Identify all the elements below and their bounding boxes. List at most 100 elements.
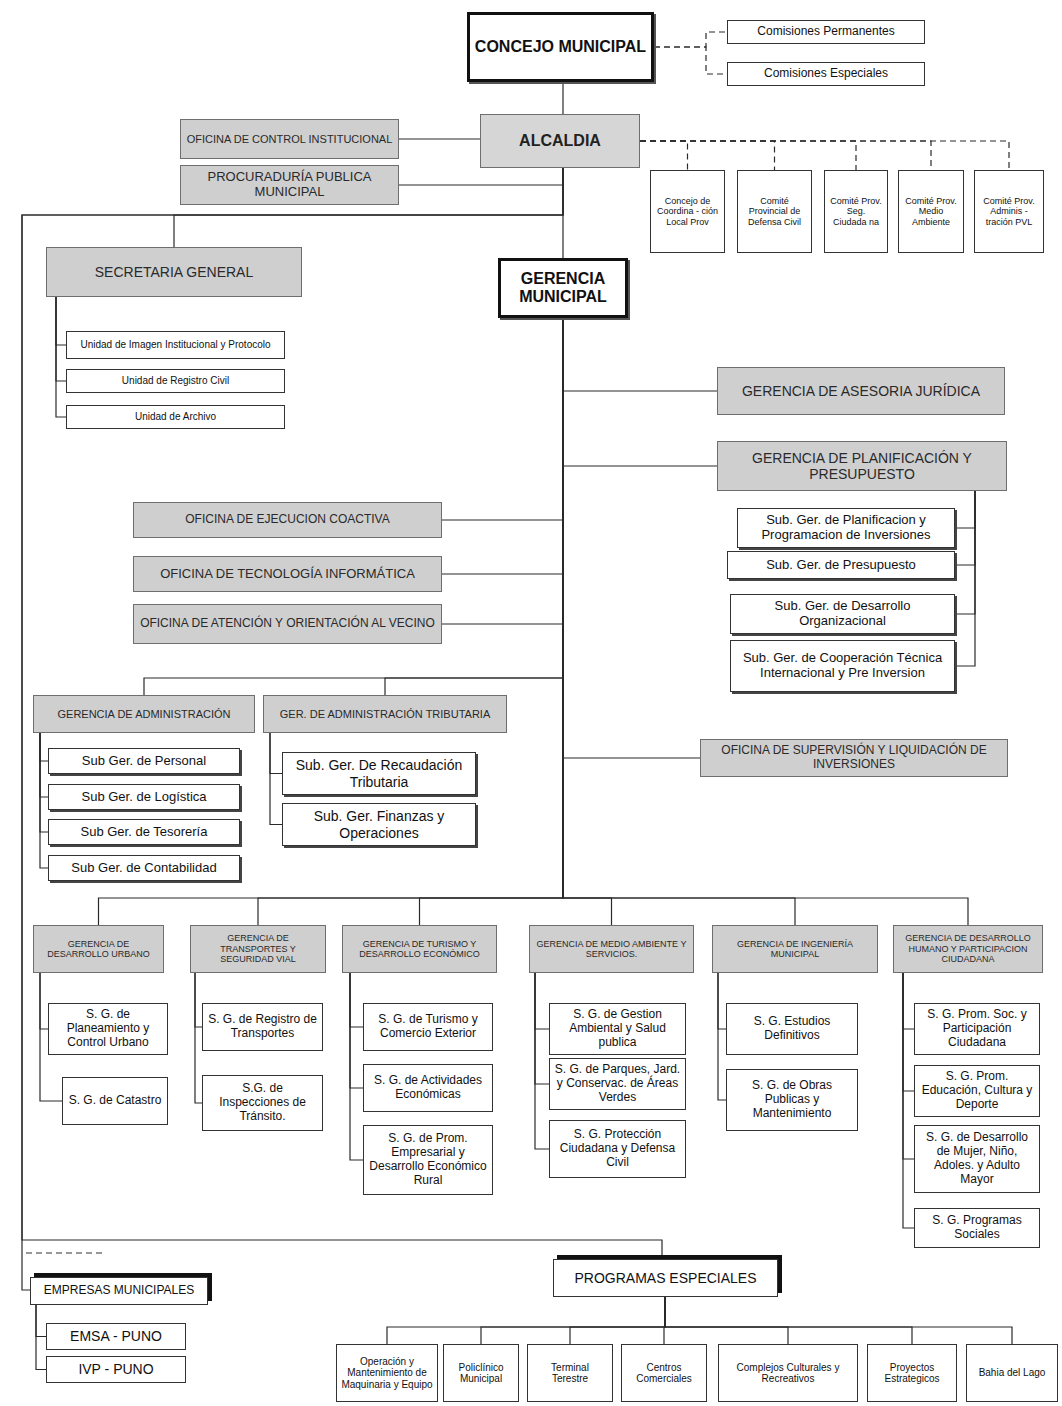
box-label: GERENCIA DE MEDIO AMBIENTE Y SERVICIOS. [534,939,689,960]
department-box: GERENCIA DE ASESORIA JURÍDICA [717,367,1005,415]
subdepartment-box: S. G. Prom. Educación, Cultura y Deporte [914,1065,1040,1117]
department-box: GERENCIA DE TURISMO Y DESARROLLO ECONÓMI… [342,925,497,973]
subdepartment-box: S. G. Prom. Soc. y Participación Ciudada… [914,1003,1040,1055]
subdepartment-box: S. G. de Obras Publicas y Mantenimiento [726,1069,858,1131]
box-label: Proyectos Estrategicos [872,1362,952,1385]
box-label: S. G. Prom. Soc. y Participación Ciudada… [919,1008,1035,1049]
connector-line [640,141,856,170]
box-label: S. G. de Parques, Jard. y Conservac. de … [554,1063,681,1104]
connector-line [640,141,688,170]
box-label: S. G. de Desarrollo de Mujer, Niño, Adol… [919,1131,1035,1186]
subdepartment-box: S. G. de Catastro [62,1077,168,1125]
box-label: OFICINA DE EJECUCION COACTIVA [138,513,437,527]
program-box: Terminal Terestre [527,1344,613,1402]
office-box: PROCURADURÍA PUBLICA MUNICIPAL [180,165,399,205]
subdepartment-box: S. G. de Parques, Jard. y Conservac. de … [549,1058,686,1110]
connector-line [718,973,726,1029]
box-label: Sub. Ger. de Desarrollo Organizacional [735,599,950,629]
connector-line [442,318,563,624]
commission-box: Comisiones Especiales [727,62,925,86]
box-label: PROCURADURÍA PUBLICA MUNICIPAL [185,170,394,200]
box-label: S. G. de Planeamiento y Control Urbano [53,1008,163,1049]
box-label: S. G. Programas Sociales [919,1214,1035,1242]
subdepartment-box: S. G. Programas Sociales [914,1208,1040,1248]
program-box: Operación y Mantenimiento de Maquinaria … [336,1344,438,1402]
box-label: Sub. Ger. de Cooperación Técnica Interna… [735,651,950,681]
committee-box: Comité Prov. Adminis - tración PVL [974,170,1044,253]
box-label: CONCEJO MUNICIPAL [474,38,647,56]
program-box: Bahia del Lago [966,1344,1058,1402]
department-box: GERENCIA DE MEDIO AMBIENTE Y SERVICIOS. [529,925,694,973]
connector-line [903,973,914,1228]
connector-line [40,973,48,1029]
subdepartment-box: Sub. Ger. Finanzas y Operaciones [282,803,476,846]
connector-line [442,318,563,520]
connector-line [350,973,363,1160]
connector-line [903,973,914,1159]
connector-line [56,297,66,417]
connector-line [955,491,975,528]
box-label: PROGRAMAS ESPECIALES [558,1270,773,1286]
connector-line [350,973,363,1088]
connector-line [665,1297,1012,1344]
box-label: GERENCIA DE TRANSPORTES Y SEGURIDAD VIAL [195,933,321,964]
committee-box: Comité Prov. Medio Ambiente [898,170,964,253]
subdepartment-box: S.G. de Inspecciones de Tránsito. [202,1075,323,1131]
group-box: PROGRAMAS ESPECIALES [553,1259,778,1297]
box-label: OFICINA DE ATENCIÓN Y ORIENTACIÓN AL VEC… [138,617,437,631]
committee-box: Comité Prov. Seg. Ciudada na [824,170,888,253]
connector-line [654,32,727,47]
box-label: S. G. Protección Ciudadana y Defensa Civ… [554,1128,681,1169]
connector-line [174,168,563,247]
department-box: GERENCIA DE PLANIFICACIÓN Y PRESUPUESTO [717,441,1007,491]
box-label: Comité Prov. Seg. Ciudada na [829,196,883,227]
subdepartment-box: S. G. de Turismo y Comercio Exterior [363,1003,493,1051]
box-label: Comité Prov. Medio Ambiente [903,196,959,227]
connector-line [640,141,931,170]
office-box: OFICINA DE CONTROL INSTITUCIONAL [180,119,399,159]
box-label: S. G. de Turismo y Comercio Exterior [368,1013,488,1041]
box-label: Concejo de Coordina - ción Local Prov [655,196,720,227]
connector-line [56,297,66,381]
connector-line [955,491,975,614]
commission-box: Comisiones Permanentes [727,20,925,44]
connector-line [195,973,202,1027]
box-label: Unidad de Archivo [71,411,280,423]
subdepartment-box: S. G. de Prom. Empresarial y Desarrollo … [363,1125,493,1195]
program-box: Centros Comerciales [621,1344,707,1402]
connector-line [535,973,549,1029]
connector-line [955,491,975,666]
department-box: GERENCIA DE TRANSPORTES Y SEGURIDAD VIAL [190,925,326,973]
connector-line [654,47,727,74]
department-box: GERENCIA DE ADMINISTRACIÓN [33,695,255,733]
office-box: OFICINA DE ATENCIÓN Y ORIENTACIÓN AL VEC… [133,604,442,644]
box-label: EMPRESAS MUNICIPALES [35,1284,203,1298]
box-label: Operación y Mantenimiento de Maquinaria … [341,1356,433,1391]
box-label: Sub. Ger. de Presupuesto [732,558,950,573]
box-label: GERENCIA DE DESARROLLO HUMANO Y PARTICIP… [898,933,1038,964]
connector-line [36,1305,46,1337]
box-label: GERENCIA DE ASESORIA JURÍDICA [722,383,1000,399]
subdepartment-box: Sub Ger. de Logística [48,784,240,810]
box-label: Sub. Ger. De Recaudación Tributaria [287,757,471,789]
connector-line [563,318,700,758]
box-label: GER. DE ADMINISTRACIÓN TRIBUTARIA [268,708,502,721]
connector-line [665,1297,912,1344]
connector-line [350,973,363,1027]
box-label: Sub. Ger. Finanzas y Operaciones [287,808,471,840]
department-box: GERENCIA DE DESARROLLO HUMANO Y PARTICIP… [893,925,1043,973]
subdepartment-box: Sub. Ger. de Presupuesto [727,551,955,579]
connector-line [718,973,726,1100]
subdepartment-box: S. G. Protección Ciudadana y Defensa Civ… [549,1120,686,1178]
subdepartment-box: Sub Ger. de Personal [48,748,240,774]
unit-box: Unidad de Registro Civil [66,369,285,393]
connector-line [563,318,717,466]
box-label: S. G. Estudios Definitivos [731,1015,853,1043]
program-box: Complejos Culturales y Recreativos [718,1344,858,1402]
box-label: Complejos Culturales y Recreativos [723,1362,853,1385]
company-box: EMSA - PUNO [46,1323,186,1350]
committee-box: Concejo de Coordina - ción Local Prov [650,170,725,253]
office-box: OFICINA DE SUPERVISIÓN Y LIQUIDACIÓN DE … [700,739,1008,777]
connector-line [40,733,48,797]
